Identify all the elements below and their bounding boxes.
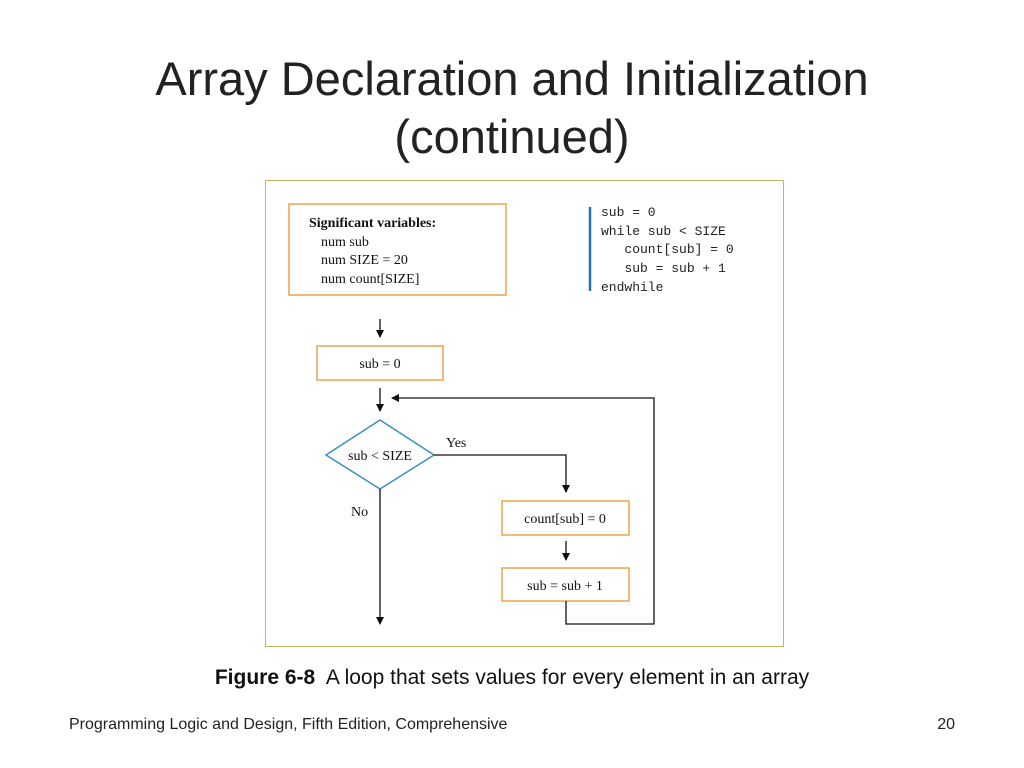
- variable-line-3: num count[SIZE]: [321, 272, 419, 287]
- footer-page-number: 20: [937, 716, 955, 733]
- figure-number: Figure 6-8: [214, 666, 316, 689]
- yes-label: Yes: [446, 436, 466, 451]
- init-step-text: sub = 0: [359, 357, 400, 372]
- variables-heading: Significant variables:: [309, 216, 436, 231]
- slide-title-line2: (continued): [394, 110, 630, 163]
- code-line-5: endwhile: [601, 280, 663, 295]
- figure-caption-text: A loop that sets values for every elemen…: [325, 666, 810, 689]
- code-line-1: sub = 0: [601, 205, 656, 220]
- assign-step-text: count[sub] = 0: [524, 512, 606, 527]
- assign-step-box: [501, 500, 630, 536]
- variables-box: [288, 203, 507, 296]
- code-line-2: while sub < SIZE: [601, 224, 726, 239]
- code-line-4: sub = sub + 1: [601, 261, 726, 276]
- slide-title-line1: Array Declaration and Initialization: [155, 52, 869, 105]
- increment-step-box: [501, 567, 630, 602]
- variable-line-1: num sub: [321, 235, 369, 250]
- loop-back-line: [391, 394, 655, 625]
- footer-book-title: Programming Logic and Design, Fifth Edit…: [69, 716, 508, 733]
- increment-step-text: sub = sub + 1: [527, 579, 603, 594]
- slide-title: Array Declaration and Initialization (co…: [0, 50, 1024, 166]
- code-line-3: count[sub] = 0: [601, 242, 734, 257]
- figure-frame: [265, 180, 784, 647]
- variable-line-2: num SIZE = 20: [321, 253, 408, 268]
- decision-text: sub < SIZE: [348, 449, 412, 464]
- figure-caption: Figure 6-8 A loop that sets values for e…: [0, 666, 1024, 690]
- yes-branch-line: [434, 454, 570, 493]
- init-step-box: [316, 345, 444, 381]
- no-label: No: [351, 505, 368, 520]
